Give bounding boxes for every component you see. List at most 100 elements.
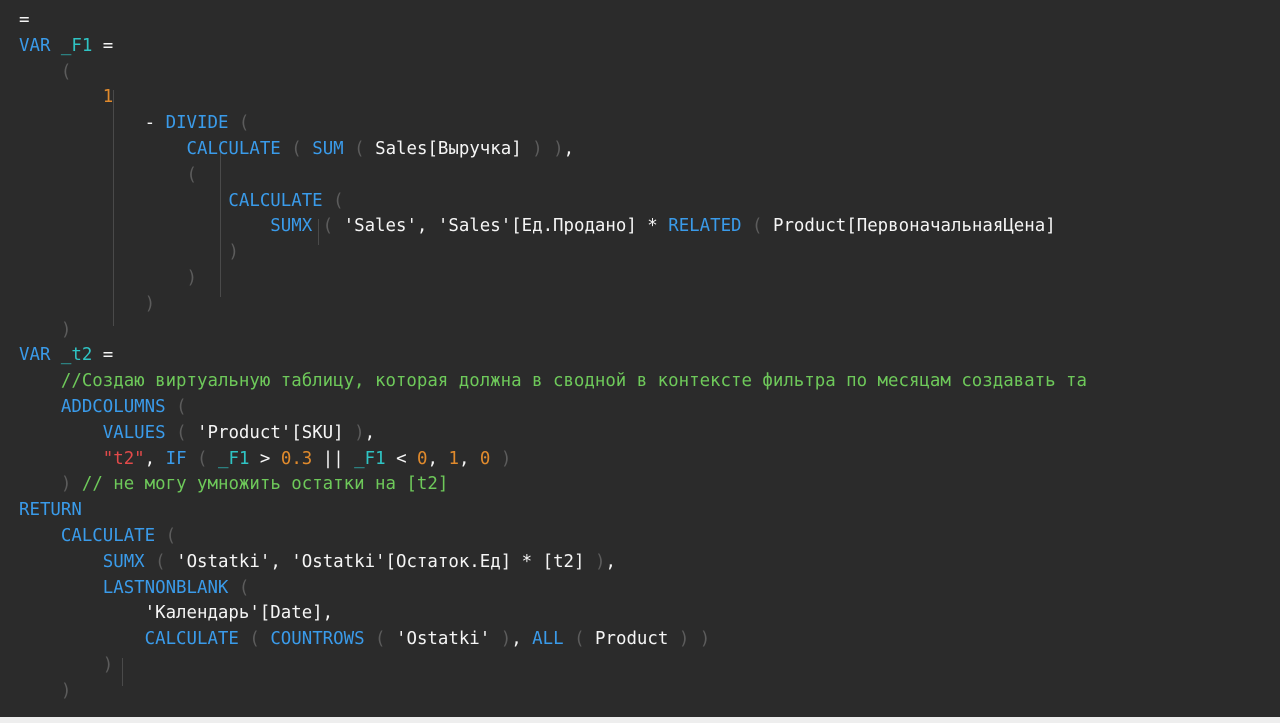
code-line[interactable]: CALCULATE ( COUNTROWS ( 'Ostatki' ), ALL… [19, 627, 1087, 653]
code-line[interactable]: VAR _t2 = [19, 343, 1087, 369]
code-token-operator [187, 449, 197, 469]
code-token-operator [19, 603, 145, 623]
code-token-operator [187, 423, 197, 443]
code-line[interactable]: ADDCOLUMNS ( [19, 395, 1087, 421]
code-token-operator [260, 629, 270, 649]
code-line[interactable]: ( [19, 163, 1087, 189]
code-line[interactable]: //Создаю виртуальную таблицу, которая до… [19, 369, 1087, 395]
code-token-operator [166, 423, 176, 443]
code-token-operator [19, 449, 103, 469]
code-token-operator: * [636, 216, 669, 237]
code-token-number: 0.3 [280, 448, 313, 469]
code-token-paren: ( [176, 396, 187, 417]
code-token-paren: ) [532, 138, 543, 159]
code-token-operator [543, 139, 553, 159]
code-token-operator [50, 36, 60, 56]
code-line[interactable]: VALUES ( 'Product'[SKU] ), [19, 421, 1087, 447]
code-token-operator [19, 87, 103, 107]
code-token-operator [228, 578, 238, 598]
code-line[interactable]: ( [19, 60, 1087, 86]
code-token-paren: ) [354, 422, 365, 443]
code-token-identifier: 'Ostatki'[Остаток.Ед] [291, 551, 512, 572]
code-token-keyword: VALUES [102, 422, 166, 443]
code-token-operator [19, 139, 187, 159]
code-token-operator: , [364, 422, 376, 443]
code-line[interactable]: SUMX ( 'Sales', 'Sales'[Ед.Продано] * RE… [19, 214, 1087, 240]
code-token-operator [19, 191, 228, 211]
indent-guide [122, 658, 123, 686]
code-token-paren: ) [500, 448, 512, 469]
code-token-operator [490, 629, 500, 649]
code-token-keyword: SUMX [102, 551, 145, 572]
code-token-operator: , [563, 138, 575, 159]
code-line[interactable]: 1 [19, 85, 1087, 111]
code-token-operator: || [312, 448, 355, 469]
code-token-operator [344, 423, 354, 443]
code-token-keyword: RETURN [19, 500, 82, 521]
code-token-operator [742, 216, 752, 236]
code-token-operator [19, 62, 61, 82]
code-line[interactable]: ) [19, 653, 1087, 679]
code-line[interactable]: CALCULATE ( [19, 524, 1087, 550]
code-line[interactable]: ) [19, 318, 1087, 344]
code-token-identifier: 'Sales'[Ед.Продано] [437, 216, 637, 237]
code-token-operator: , [511, 629, 533, 650]
code-token-identifier: [t2] [542, 551, 585, 572]
code-token-paren: ( [155, 551, 166, 572]
code-line[interactable]: ) [19, 679, 1087, 705]
code-token-operator [145, 552, 155, 572]
code-line[interactable]: VAR _F1 = [19, 34, 1087, 60]
code-token-variable: _F1 [218, 448, 250, 469]
code-line[interactable]: LASTNONBLANK ( [19, 576, 1087, 602]
code-token-operator [19, 294, 145, 314]
code-token-operator [490, 449, 500, 469]
code-line[interactable]: - DIVIDE ( [19, 111, 1087, 137]
code-line[interactable]: 'Календарь'[Date], [19, 601, 1087, 627]
code-token-variable: _F1 [60, 35, 93, 56]
code-token-paren: ( [752, 216, 763, 237]
code-token-operator [50, 345, 60, 365]
code-token-keyword: CALCULATE [228, 190, 323, 211]
code-token-identifier: 'Ostatki' [176, 551, 271, 572]
code-token-operator [281, 139, 291, 159]
code-token-operator [19, 242, 228, 262]
code-line[interactable]: "t2", IF ( _F1 > 0.3 || _F1 < 0, 1, 0 ) [19, 447, 1087, 473]
code-line[interactable]: ) [19, 292, 1087, 318]
code-line[interactable]: ) [19, 266, 1087, 292]
code-token-paren: ) [553, 138, 564, 159]
code-lines[interactable]: =VAR _F1 = ( 1 - DIVIDE ( CALCULATE ( SU… [19, 8, 1087, 705]
code-token-operator: , [270, 551, 292, 572]
code-token-operator: = [92, 345, 114, 366]
code-token-keyword: CALCULATE [186, 138, 281, 159]
indent-guide [113, 90, 114, 326]
code-token-operator [19, 216, 270, 236]
code-token-paren: ) [102, 654, 114, 675]
code-line[interactable]: = [19, 8, 1087, 34]
code-token-identifier: 'Календарь'[Date] [144, 603, 323, 624]
code-line[interactable]: SUMX ( 'Ostatki', 'Ostatki'[Остаток.Ед] … [19, 550, 1087, 576]
code-token-operator [333, 216, 343, 236]
code-token-paren: ) [594, 551, 606, 572]
code-token-operator [323, 191, 333, 211]
code-token-comment: // не могу умножить остатки на [t2] [81, 474, 449, 495]
code-token-operator [19, 165, 187, 185]
code-token-identifier: 'Product'[SKU] [197, 422, 344, 443]
code-token-paren: ) [144, 293, 156, 314]
code-token-keyword: ADDCOLUMNS [60, 396, 166, 417]
code-token-operator: , [416, 216, 438, 237]
code-line[interactable]: CALCULATE ( SUM ( Sales[Выручка] ) ), [19, 137, 1087, 163]
code-token-keyword: SUM [312, 138, 344, 159]
code-line[interactable]: ) // не могу умножить остатки на [t2] [19, 472, 1087, 498]
code-token-paren: ( [60, 61, 72, 82]
code-token-keyword: CALCULATE [60, 525, 156, 546]
code-line[interactable]: ) [19, 240, 1087, 266]
code-token-number: 1 [102, 87, 114, 108]
code-token-paren: ) [186, 267, 198, 288]
code-line[interactable]: CALCULATE ( [19, 189, 1087, 215]
code-token-operator: , [144, 448, 166, 469]
code-token-paren: ( [165, 525, 177, 546]
code-token-keyword: CALCULATE [144, 629, 239, 650]
code-token-variable: _t2 [60, 345, 93, 366]
code-line[interactable]: RETURN [19, 498, 1087, 524]
